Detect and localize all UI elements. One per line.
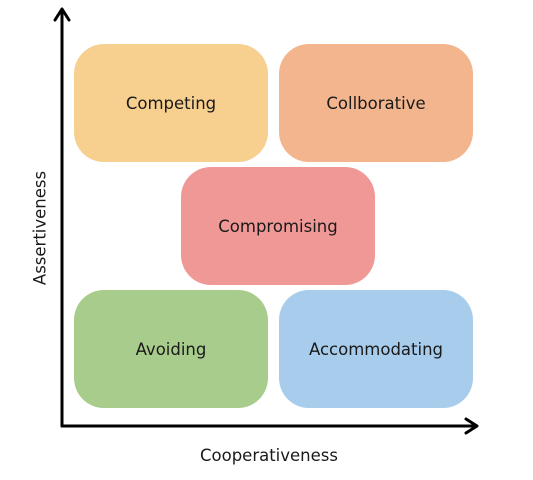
x-axis: [60, 417, 479, 435]
x-axis-arrowhead: [464, 417, 479, 435]
y-axis: [53, 7, 71, 428]
x-axis-label: Cooperativeness: [199, 446, 338, 465]
competing-label: Competing: [125, 93, 217, 113]
accommodating-label: Accommodating: [308, 339, 444, 359]
avoiding-box: Avoiding: [74, 290, 268, 408]
collaborative-label: Collborative: [326, 93, 426, 113]
collaborative-box: Collborative: [279, 44, 473, 162]
compromising-label: Compromising: [218, 216, 338, 236]
y-axis-label: Assertiveness: [30, 170, 50, 286]
y-axis-arrowhead: [53, 7, 71, 22]
competing-box: Competing: [74, 44, 268, 162]
compromising-box: Compromising: [181, 167, 375, 285]
accommodating-box: Accommodating: [279, 290, 473, 408]
avoiding-label: Avoiding: [135, 339, 207, 359]
